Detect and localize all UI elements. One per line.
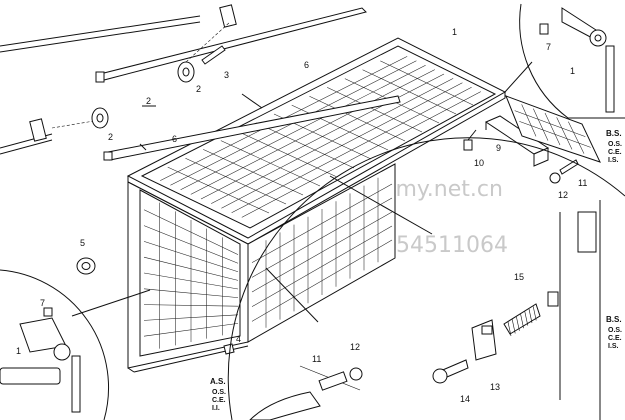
callout-5: 5 xyxy=(80,238,85,248)
cap-part-5 xyxy=(76,257,96,275)
callout-15: 15 xyxy=(514,272,524,282)
callout-2-boxed: 2 xyxy=(142,96,156,107)
callout-6-left: 6 xyxy=(172,134,177,144)
pin-part-10 xyxy=(463,129,477,151)
bs-top-line-3: I.S. xyxy=(608,157,619,164)
callout-11-right: 11 xyxy=(578,178,587,188)
as-bottom-head: A.S. xyxy=(210,377,226,386)
detail-circle-bottom-left xyxy=(0,269,110,420)
variant-codes-bs-bottom: B.S. O.S. C.E. I.S. xyxy=(606,315,622,350)
as-bottom-line-2: C.E. xyxy=(212,397,226,404)
bs-top-line-1: O.S. xyxy=(608,141,622,148)
callout-1-right: 1 xyxy=(570,66,575,76)
variant-codes-as-bottom: A.S. O.S. C.E. I.I. xyxy=(210,377,226,412)
nut-part-4 xyxy=(223,343,235,355)
as-bottom-line-3: I.I. xyxy=(212,405,220,412)
top-grille-panel xyxy=(126,37,507,245)
callout-7-left: 7 xyxy=(40,298,45,308)
support-bar-2 xyxy=(95,7,367,83)
callout-13: 13 xyxy=(490,382,500,392)
main-frame xyxy=(127,163,396,373)
support-bar-6 xyxy=(103,95,401,161)
callout-12-bottom: 12 xyxy=(350,342,360,352)
callout-1-left: 1 xyxy=(16,346,21,356)
callout-1-top: 1 xyxy=(452,27,457,37)
callout-12-right: 12 xyxy=(558,190,568,200)
detail-circle-top-right xyxy=(519,3,625,119)
callout-11-bottom: 11 xyxy=(312,354,321,364)
detail-circle-bottom-right xyxy=(227,137,625,420)
callout-14: 14 xyxy=(460,394,470,404)
callout-2-shaft: 2 xyxy=(108,132,113,142)
cap-part-12-right xyxy=(549,172,561,184)
bs-bottom-line-2: C.E. xyxy=(608,335,622,342)
variant-codes-bs-top: B.S. O.S. C.E. I.S. xyxy=(606,129,622,164)
shaft-assembly xyxy=(0,4,237,155)
callout-7-right: 7 xyxy=(546,42,551,52)
bs-bottom-line-3: I.S. xyxy=(608,343,619,350)
callout-3: 3 xyxy=(224,70,229,80)
gear-rack-fragment xyxy=(505,95,601,163)
callout-10: 10 xyxy=(474,158,484,168)
bs-bottom-head: B.S. xyxy=(606,315,622,324)
callout-9: 9 xyxy=(496,143,501,153)
bs-top-line-2: C.E. xyxy=(608,149,622,156)
callout-2-mid: 2 xyxy=(196,84,201,94)
bs-bottom-line-1: O.S. xyxy=(608,327,622,334)
screw-part-11-right xyxy=(559,159,579,175)
callout-6-top: 6 xyxy=(304,60,309,70)
callout-4: 4 xyxy=(236,334,241,344)
callout-2-boxed-text: 2 xyxy=(146,96,151,106)
bs-top-head: B.S. xyxy=(606,129,622,138)
as-bottom-line-1: O.S. xyxy=(212,389,226,396)
